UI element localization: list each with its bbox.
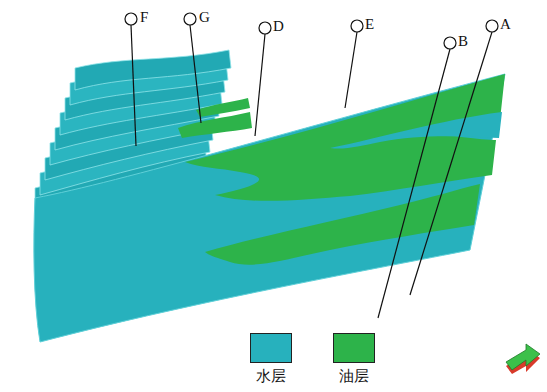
legend-swatch (333, 333, 375, 363)
oil-zone (196, 98, 250, 117)
water-stripe (330, 112, 502, 149)
well-label: G (199, 10, 210, 25)
slice-panel (75, 50, 231, 90)
well-label: B (458, 34, 468, 49)
wells (125, 13, 498, 318)
legend-text: 水层 (256, 369, 286, 384)
oil-lens (205, 184, 480, 265)
well-label: F (140, 10, 148, 25)
oil-zone (178, 112, 252, 138)
oil-zone (185, 74, 505, 201)
water-panel (34, 74, 505, 342)
well-label: A (500, 17, 511, 32)
legend-text: 油层 (339, 369, 369, 384)
well-label: E (365, 17, 374, 32)
well-label: D (273, 19, 284, 34)
legend-swatch (250, 333, 292, 363)
orientation-icon (506, 344, 540, 374)
